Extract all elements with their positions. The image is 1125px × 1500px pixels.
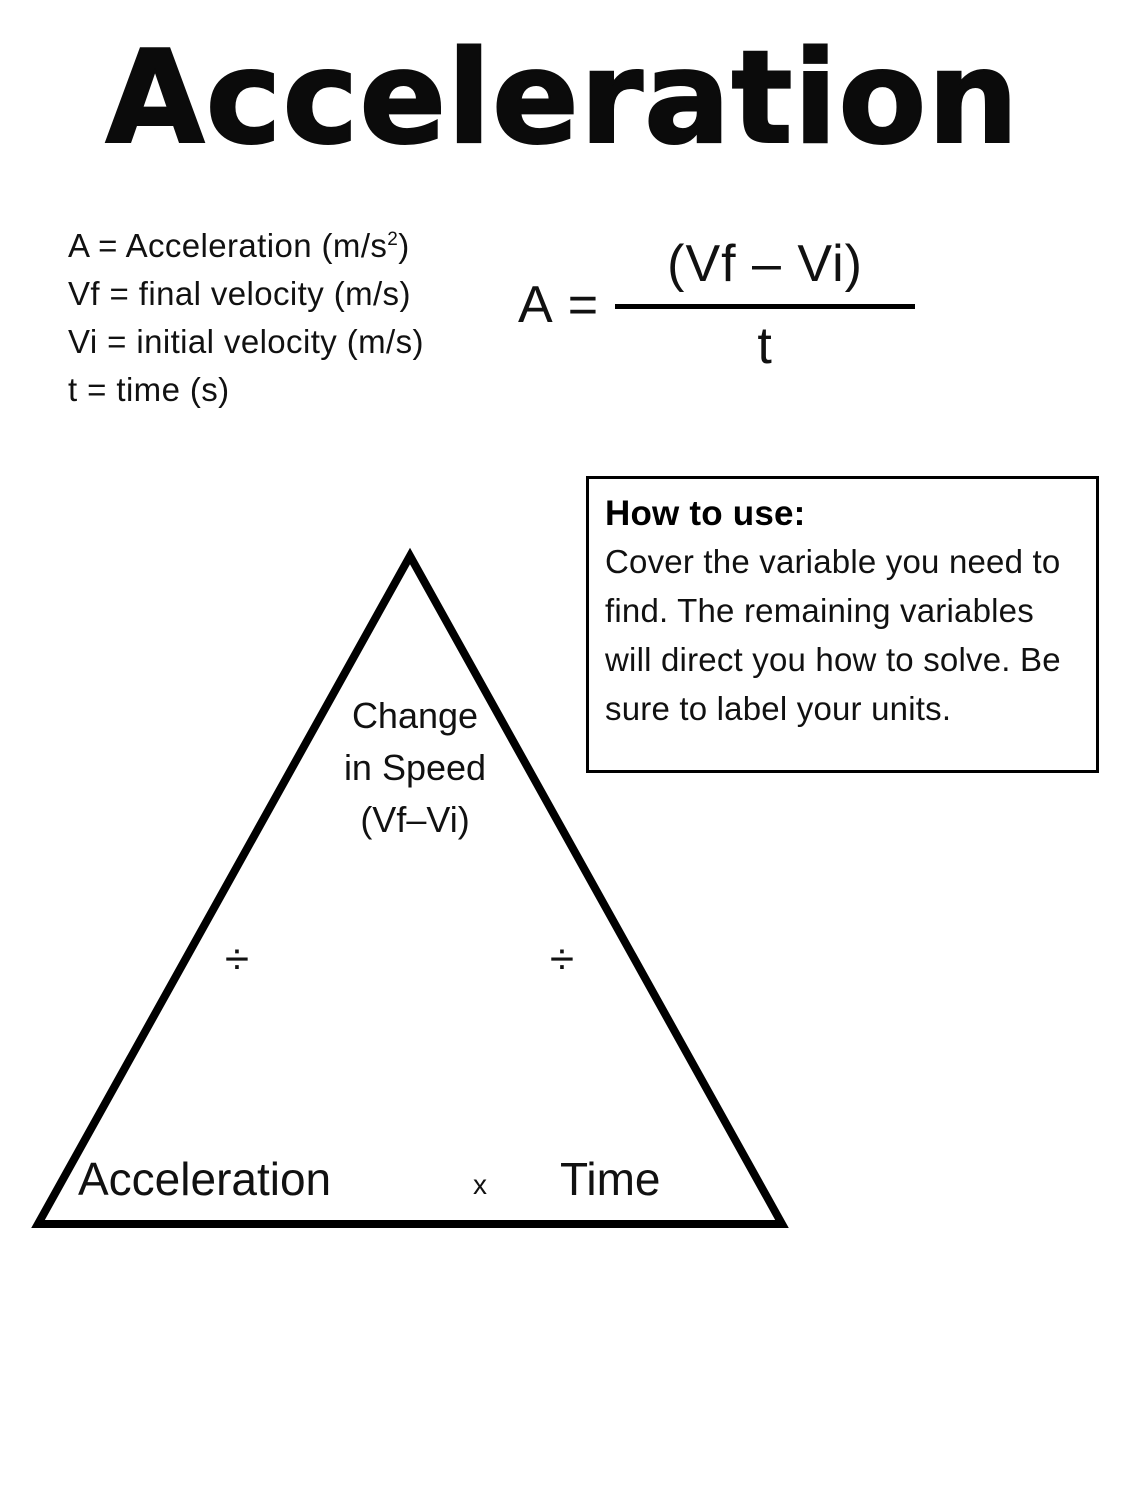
variable-legend: A = Acceleration (m/s2) Vf = final veloc… — [68, 222, 424, 414]
legend-line-final-velocity: Vf = final velocity (m/s) — [68, 275, 411, 312]
triangle-bottom-right-label: Time — [560, 1153, 661, 1205]
page-title: Acceleration — [105, 23, 1020, 174]
how-to-use-body: Cover the variable you need to find. The… — [605, 543, 1061, 727]
divide-icon-right: ÷ — [549, 935, 575, 984]
legend-line-time: t = time (s) — [68, 371, 230, 408]
equation-numerator: (Vf – Vi) — [667, 235, 863, 293]
equation-denominator: t — [757, 317, 773, 375]
triangle-bottom-left-label: Acceleration — [78, 1153, 332, 1205]
triangle-top-line-2: in Speed — [343, 747, 487, 788]
how-to-use-box: How to use: Cover the variable you need … — [586, 476, 1099, 773]
divide-icon-left: ÷ — [224, 935, 250, 984]
legend-line-initial-velocity: Vi = initial velocity (m/s) — [68, 323, 424, 360]
legend-acceleration-exponent: 2 — [387, 229, 399, 250]
triangle-top-line-1: Change — [351, 695, 479, 736]
legend-line-acceleration: A = Acceleration (m/s2) — [68, 222, 424, 270]
triangle-top-line-3: (Vf–Vi) — [360, 799, 470, 840]
multiply-operator: x — [473, 1169, 487, 1200]
legend-acceleration-text: A = Acceleration (m/s — [68, 227, 388, 264]
triangle-top-label: Change in Speed (Vf–Vi) — [290, 690, 540, 846]
equation-equals-sign: = — [567, 275, 600, 334]
fraction-bar — [615, 304, 916, 309]
legend-acceleration-close: ) — [398, 227, 410, 264]
acceleration-equation: A = (Vf – Vi) t — [518, 228, 916, 381]
equation-lhs: A — [518, 275, 554, 334]
how-to-use-heading: How to use: — [605, 494, 806, 533]
equation-fraction: (Vf – Vi) t — [615, 228, 916, 381]
